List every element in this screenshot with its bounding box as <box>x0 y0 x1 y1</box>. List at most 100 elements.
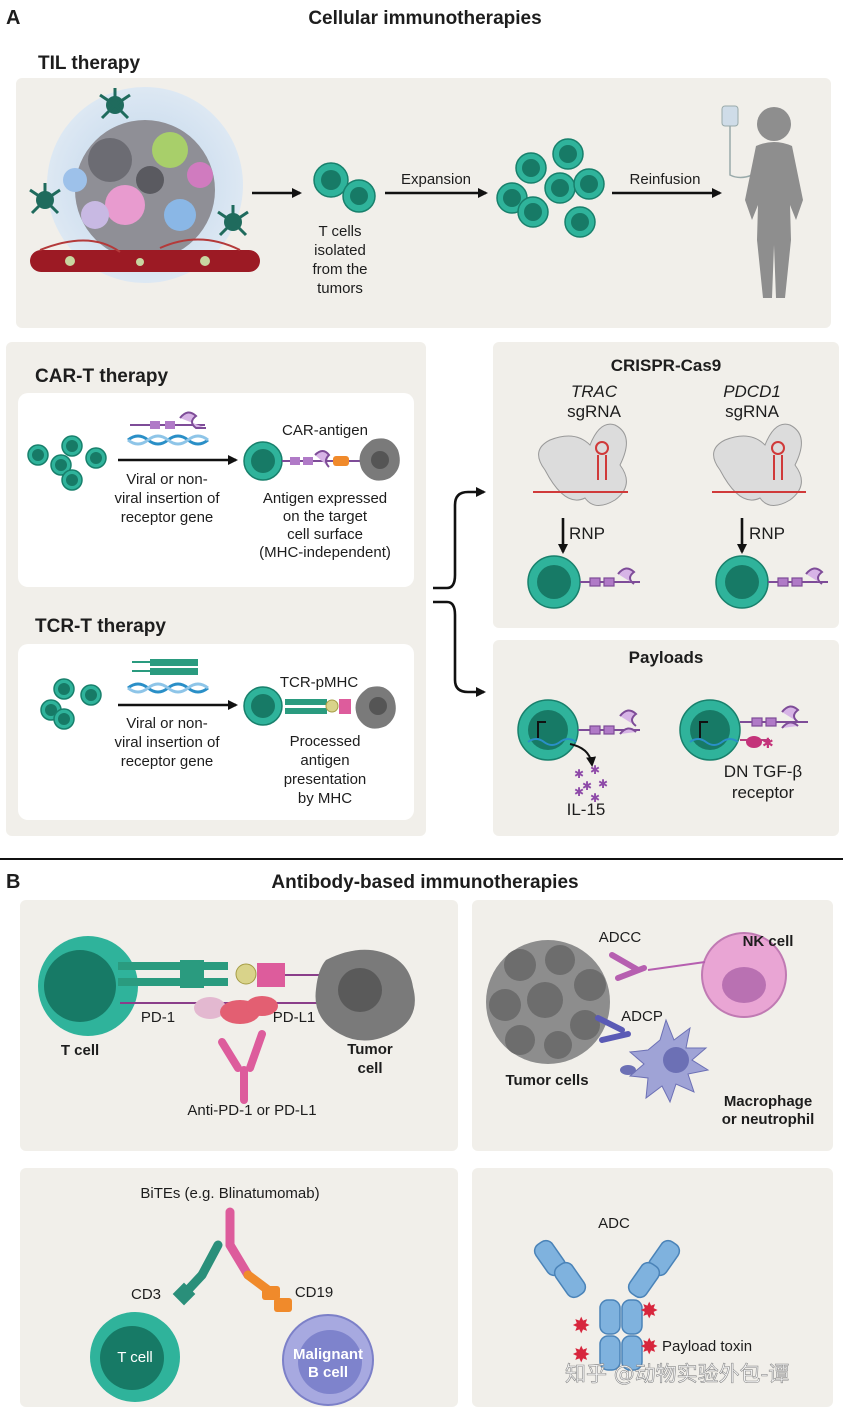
svg-text:T cells: T cells <box>318 223 361 240</box>
pdl1-label: PD-L1 <box>273 1009 316 1026</box>
dn-tgfb-label-line2: receptor <box>732 783 795 802</box>
payload-toxins: ✸ ✸ ✸ ✸ <box>572 1299 658 1368</box>
isolated-text: T cells isolated from the tumors <box>312 223 367 297</box>
tumor-cell-label-line2: cell <box>357 1060 382 1077</box>
cd3-label: CD3 <box>131 1286 161 1303</box>
tcr-construct-dna <box>127 659 209 694</box>
isolated-t-cells <box>313 162 376 213</box>
expansion-label: Expansion <box>401 171 471 188</box>
svg-text:on the target: on the target <box>283 508 368 525</box>
b-cell-label-line2: B cell <box>308 1364 348 1381</box>
branch-arrow-crispr <box>433 487 486 590</box>
pdcd1-gene: PDCD1 <box>723 382 781 401</box>
tcr-t-insertion-text: Viral or non- viral insertion of recepto… <box>114 715 220 770</box>
svg-text:from the: from the <box>312 261 367 278</box>
pdcd1-sgrna: sgRNA <box>725 402 780 421</box>
adcc-label: ADCC <box>599 929 642 946</box>
adc-panel <box>472 1168 833 1407</box>
svg-text:cell surface: cell surface <box>287 526 363 543</box>
trac-gene: TRAC <box>571 382 618 401</box>
pd1-label: PD-1 <box>141 1009 175 1026</box>
panel-a-letter: A <box>6 7 20 29</box>
bite-panel <box>20 1168 458 1407</box>
car-antigen-complex <box>243 438 400 481</box>
svg-text:✸: ✸ <box>572 1314 590 1339</box>
dn-tgfb-car-t: ✱ <box>679 699 808 761</box>
svg-text:Processed: Processed <box>290 733 361 750</box>
car-t-input-cells <box>27 435 107 491</box>
adcp-label: ADCP <box>621 1008 663 1025</box>
car-antigen-label: CAR-antigen <box>282 422 368 439</box>
svg-text:receptor gene: receptor gene <box>121 753 214 770</box>
expanded-t-cells <box>496 138 605 238</box>
svg-text:antigen: antigen <box>300 752 349 769</box>
dn-tgfb-label-line1: DN TGF-β <box>724 762 803 781</box>
tcr-pmhc-complex <box>243 686 396 729</box>
panel-b-title: Antibody-based immunotherapies <box>271 872 578 893</box>
bite-title: BiTEs (e.g. Blinatumomab) <box>140 1185 319 1202</box>
svg-text:Viral or non-: Viral or non- <box>126 471 207 488</box>
tcr-pmhc-label: TCR-pMHC <box>280 674 358 691</box>
til-heading: TIL therapy <box>38 53 140 74</box>
checkpoint-illustration <box>38 936 415 1104</box>
tcr-t-box <box>18 644 414 820</box>
car-t-insertion-text: Viral or non- viral insertion of recepto… <box>114 471 220 526</box>
il15-label: IL-15 <box>567 800 606 819</box>
svg-text:Viral or non-: Viral or non- <box>126 715 207 732</box>
svg-text:✱: ✱ <box>582 779 592 793</box>
adcc-illustration <box>486 932 787 1104</box>
tumor-cells-label: Tumor cells <box>505 1072 588 1089</box>
reinfusion-label: Reinfusion <box>630 171 701 188</box>
svg-text:✸: ✸ <box>640 1335 658 1360</box>
tumor-mass-illustration <box>29 87 260 283</box>
t-cell-label: T cell <box>61 1042 99 1059</box>
trac-sgrna: sgRNA <box>567 402 622 421</box>
svg-text:tumors: tumors <box>317 280 363 297</box>
crispr-heading: CRISPR-Cas9 <box>611 356 722 375</box>
nk-cell-label: NK cell <box>743 933 794 950</box>
tumor-cell-label-line1: Tumor <box>347 1041 393 1058</box>
edited-car-t-left <box>527 555 640 609</box>
watermark: 知乎 @动物实验外包-谭 <box>565 1362 789 1386</box>
adc-antibody <box>533 1239 681 1371</box>
payloads-panel <box>493 640 839 836</box>
cd19-label: CD19 <box>295 1284 333 1301</box>
svg-text:Antigen expressed: Antigen expressed <box>263 490 387 507</box>
rnp-label-right: RNP <box>749 524 785 543</box>
rnp-label-left: RNP <box>569 524 605 543</box>
svg-text:viral insertion of: viral insertion of <box>114 490 220 507</box>
macrophage-label-line1: Macrophage <box>724 1093 812 1110</box>
svg-text:✱: ✱ <box>590 763 600 777</box>
car-t-heading: CAR-T therapy <box>35 366 168 387</box>
tcr-t-input-cells <box>40 678 102 730</box>
branch-arrow-payloads <box>433 600 486 697</box>
crispr-panel <box>493 342 839 628</box>
panel-a-title: Cellular immunotherapies <box>308 8 541 29</box>
svg-text:✸: ✸ <box>640 1299 658 1324</box>
svg-text:isolated: isolated <box>314 242 366 259</box>
svg-text:✱: ✱ <box>762 736 774 752</box>
bite-t-cell-label: T cell <box>117 1349 153 1366</box>
anti-pd1-label: Anti-PD-1 or PD-L1 <box>187 1102 316 1119</box>
svg-text:viral insertion of: viral insertion of <box>114 734 220 751</box>
svg-text:(MHC-independent): (MHC-independent) <box>259 544 391 561</box>
cas9-rnp-right <box>712 423 806 506</box>
macrophage-label-line2: or neutrophil <box>722 1111 815 1128</box>
svg-text:by MHC: by MHC <box>298 790 352 807</box>
car-t-target-text: Antigen expressed on the target cell sur… <box>259 490 391 561</box>
car-construct-dna <box>127 411 209 446</box>
svg-text:receptor gene: receptor gene <box>121 509 214 526</box>
cas9-rnp-left <box>533 423 628 506</box>
patient-silhouette <box>721 105 803 298</box>
svg-text:presentation: presentation <box>284 771 367 788</box>
adc-title: ADC <box>598 1215 630 1232</box>
payloads-heading: Payloads <box>629 648 704 667</box>
edited-car-t-right <box>715 555 828 609</box>
tcr-t-heading: TCR-T therapy <box>35 616 166 637</box>
svg-text:✱: ✱ <box>598 777 608 791</box>
panel-b-letter: B <box>6 871 20 893</box>
svg-text:✱: ✱ <box>574 767 584 781</box>
svg-text:✱: ✱ <box>590 791 600 805</box>
tcr-t-presentation-text: Processed antigen presentation by MHC <box>284 733 367 807</box>
